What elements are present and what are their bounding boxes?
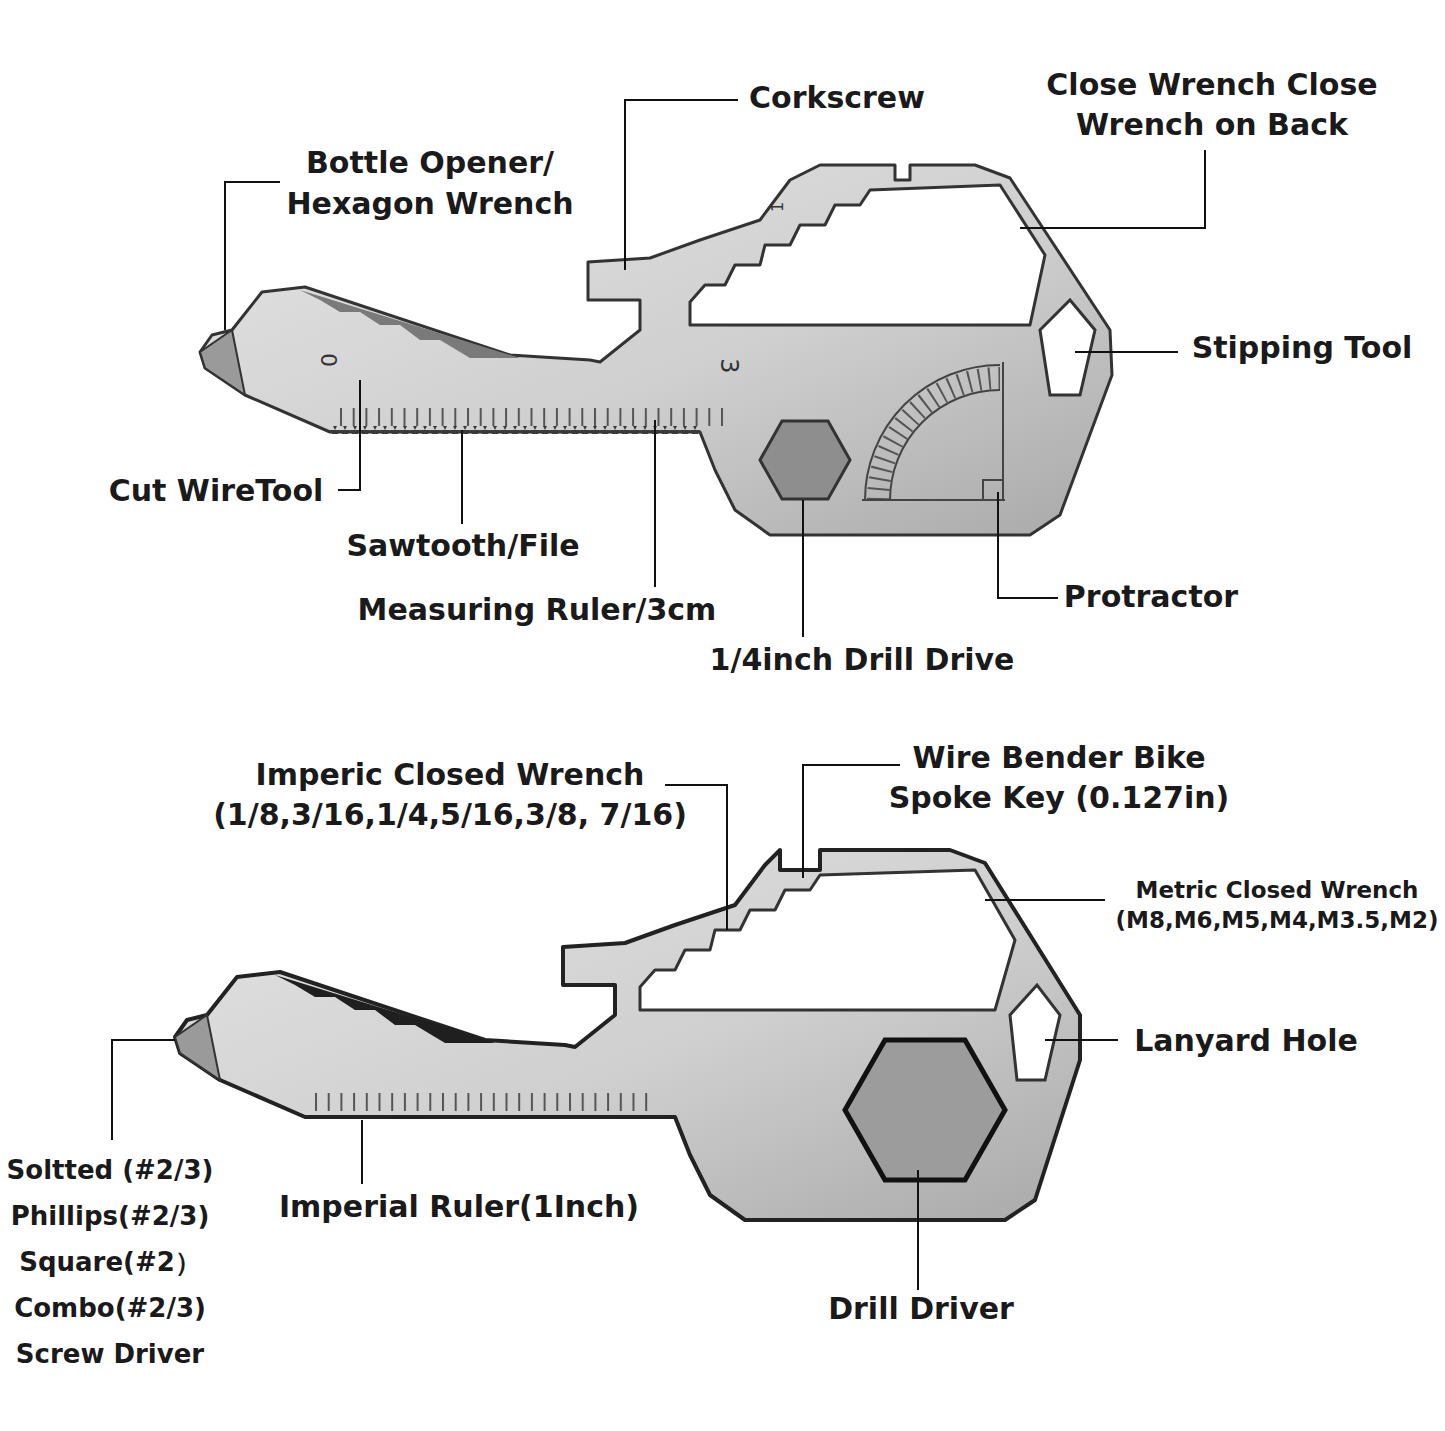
leader-lines: [112, 100, 1205, 1290]
leader-line: [985, 899, 1105, 901]
leader-line: [998, 492, 1058, 598]
lanyard-hole: [1010, 985, 1060, 1080]
leader-line: [225, 182, 280, 330]
wrench-opening: [640, 870, 1015, 1010]
key-back: [175, 850, 1080, 1220]
leader-line: [338, 380, 360, 490]
stripping-hole: [1040, 300, 1095, 395]
callout-label: Metric Closed Wrench (M8,M6,M5,M4,M3.5,M…: [1114, 875, 1440, 935]
ruler-ticks: [305, 1093, 650, 1111]
callout-label: Imperial Ruler(1Inch): [279, 1188, 639, 1226]
driver-tip: [175, 1015, 220, 1080]
right-angle-mark: [983, 480, 1003, 500]
leader-line: [802, 500, 804, 637]
leader-line: [1045, 1039, 1118, 1041]
leader-line: [625, 100, 738, 270]
drill-hex: [760, 421, 850, 499]
callout-label: Soltted (#2/3) Phillips(#2/3) Square(#2）…: [3, 1147, 217, 1377]
callout-label: Sawtooth/File: [346, 527, 579, 565]
leader-line: [1020, 150, 1205, 228]
leader-line: [1075, 351, 1178, 353]
blade-bevel: [300, 290, 520, 358]
leader-line: [803, 765, 900, 878]
callout-label: Bottle Opener/ Hexagon Wrench: [280, 142, 580, 224]
callout-label: Cut WireTool: [109, 472, 324, 510]
protractor-outer: [865, 365, 1000, 500]
callout-label: Close Wrench Close Wrench on Back: [1027, 65, 1397, 145]
callout-label: Imperic Closed Wrench (1/8,3/16,1/4,5/16…: [200, 755, 700, 835]
leader-line: [112, 1040, 175, 1140]
callout-label: Drill Driver: [828, 1290, 1014, 1328]
ruler-ticks: [340, 408, 725, 426]
key-body: [175, 850, 1080, 1220]
drill-hex: [845, 1040, 1005, 1180]
callout-label: Stipping Tool: [1192, 329, 1413, 367]
callout-label: Lanyard Hole: [1134, 1022, 1358, 1060]
leader-line: [654, 420, 656, 587]
sawtooth: [330, 426, 700, 434]
callout-label: 1: [769, 202, 787, 212]
callout-label: Wire Bender Bike Spoke Key (0.127in): [879, 738, 1239, 818]
wrench-opening: [690, 185, 1045, 325]
blade-shadow: [275, 975, 495, 1043]
leader-line: [917, 1170, 919, 1290]
leader-line: [461, 430, 463, 524]
callout-label: Measuring Ruler/3cm: [358, 591, 717, 629]
leader-line: [361, 1120, 363, 1184]
protractor-scale: [878, 378, 1000, 500]
callout-label: 1/4inch Drill Drive: [710, 641, 1015, 679]
callout-label: 3: [716, 358, 742, 373]
callout-label: Corkscrew: [749, 79, 925, 117]
callout-label: Protractor: [1064, 578, 1238, 616]
driver-tip: [200, 330, 245, 395]
callout-label: 0: [318, 353, 342, 367]
